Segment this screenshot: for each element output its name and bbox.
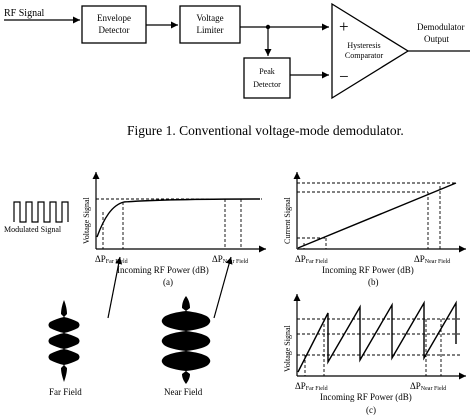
comparator-line2: Comparator <box>345 51 384 60</box>
panel-b-line <box>297 182 457 249</box>
panel-a-tick-far: ΔPFar Field <box>95 254 128 265</box>
near-field-waveform: Near Field <box>161 256 233 397</box>
far-field-pointer-arrow <box>107 256 123 319</box>
comparator-line1: Hysteresis <box>347 41 380 50</box>
panel-b: Current Signal ΔPFar Field ΔPNear Field … <box>283 172 466 287</box>
plus-sign: + <box>339 17 349 36</box>
block-diagram: RF Signal Envelope Detector Voltage Limi… <box>4 2 470 100</box>
panel-a-ylabel: Voltage Signal <box>82 196 91 244</box>
panel-c: Voltage Signal ΔPFar Field ΔPNear Field … <box>283 294 466 415</box>
panel-c-tick-far: ΔPFar Field <box>295 381 328 392</box>
peak-detector-block <box>243 57 291 99</box>
far-field-waveform: Far Field <box>48 256 123 397</box>
minus-sign: − <box>339 67 349 86</box>
far-field-envelope <box>48 300 80 382</box>
modulated-signal-label: Modulated Signal <box>4 225 62 234</box>
panel-b-tick-far: ΔPFar Field <box>295 254 328 265</box>
modulated-signal: Modulated Signal <box>4 201 69 234</box>
near-field-envelope <box>161 296 211 384</box>
output-label-line1: Demodulator <box>417 22 465 32</box>
panel-c-xlabel: Incoming RF Power (dB) <box>320 392 412 402</box>
panel-b-tick-near: ΔPNear Field <box>414 254 450 265</box>
panel-c-tick-near: ΔPNear Field <box>410 381 446 392</box>
panel-a-caption: (a) <box>163 277 173 287</box>
near-field-pointer-arrow <box>213 256 233 319</box>
voltage-limiter-line2: Limiter <box>197 25 224 35</box>
panel-a-xlabel: Incoming RF Power (dB) <box>117 265 209 275</box>
output-label-line2: Output <box>424 34 450 44</box>
panel-b-caption: (b) <box>368 277 379 287</box>
peak-detector-line1: Peak <box>259 67 275 76</box>
comparator-triangle <box>331 2 410 100</box>
peak-detector-line2: Detector <box>253 80 281 89</box>
panel-a: Voltage Signal ΔPFar Field ΔPNear Field … <box>82 172 266 287</box>
panel-c-sawtooth <box>297 300 457 373</box>
figure1-caption: Figure 1. Conventional voltage-mode demo… <box>127 123 404 138</box>
near-field-label: Near Field <box>164 387 203 397</box>
envelope-detector-line2: Detector <box>99 25 130 35</box>
voltage-limiter-block <box>179 5 241 44</box>
panel-a-tick-near: ΔPNear Field <box>212 254 248 265</box>
envelope-detector-line1: Envelope <box>97 13 131 23</box>
far-field-label: Far Field <box>49 387 82 397</box>
panel-b-xlabel: Incoming RF Power (dB) <box>322 265 414 275</box>
panel-b-ylabel: Current Signal <box>283 196 292 244</box>
square-wave <box>13 201 69 223</box>
panel-a-curve <box>96 198 261 238</box>
panel-c-caption: (c) <box>366 405 376 415</box>
panel-c-ylabel: Voltage Signal <box>283 324 292 372</box>
rf-signal-label: RF Signal <box>4 8 45 19</box>
voltage-limiter-line1: Voltage <box>196 13 223 23</box>
